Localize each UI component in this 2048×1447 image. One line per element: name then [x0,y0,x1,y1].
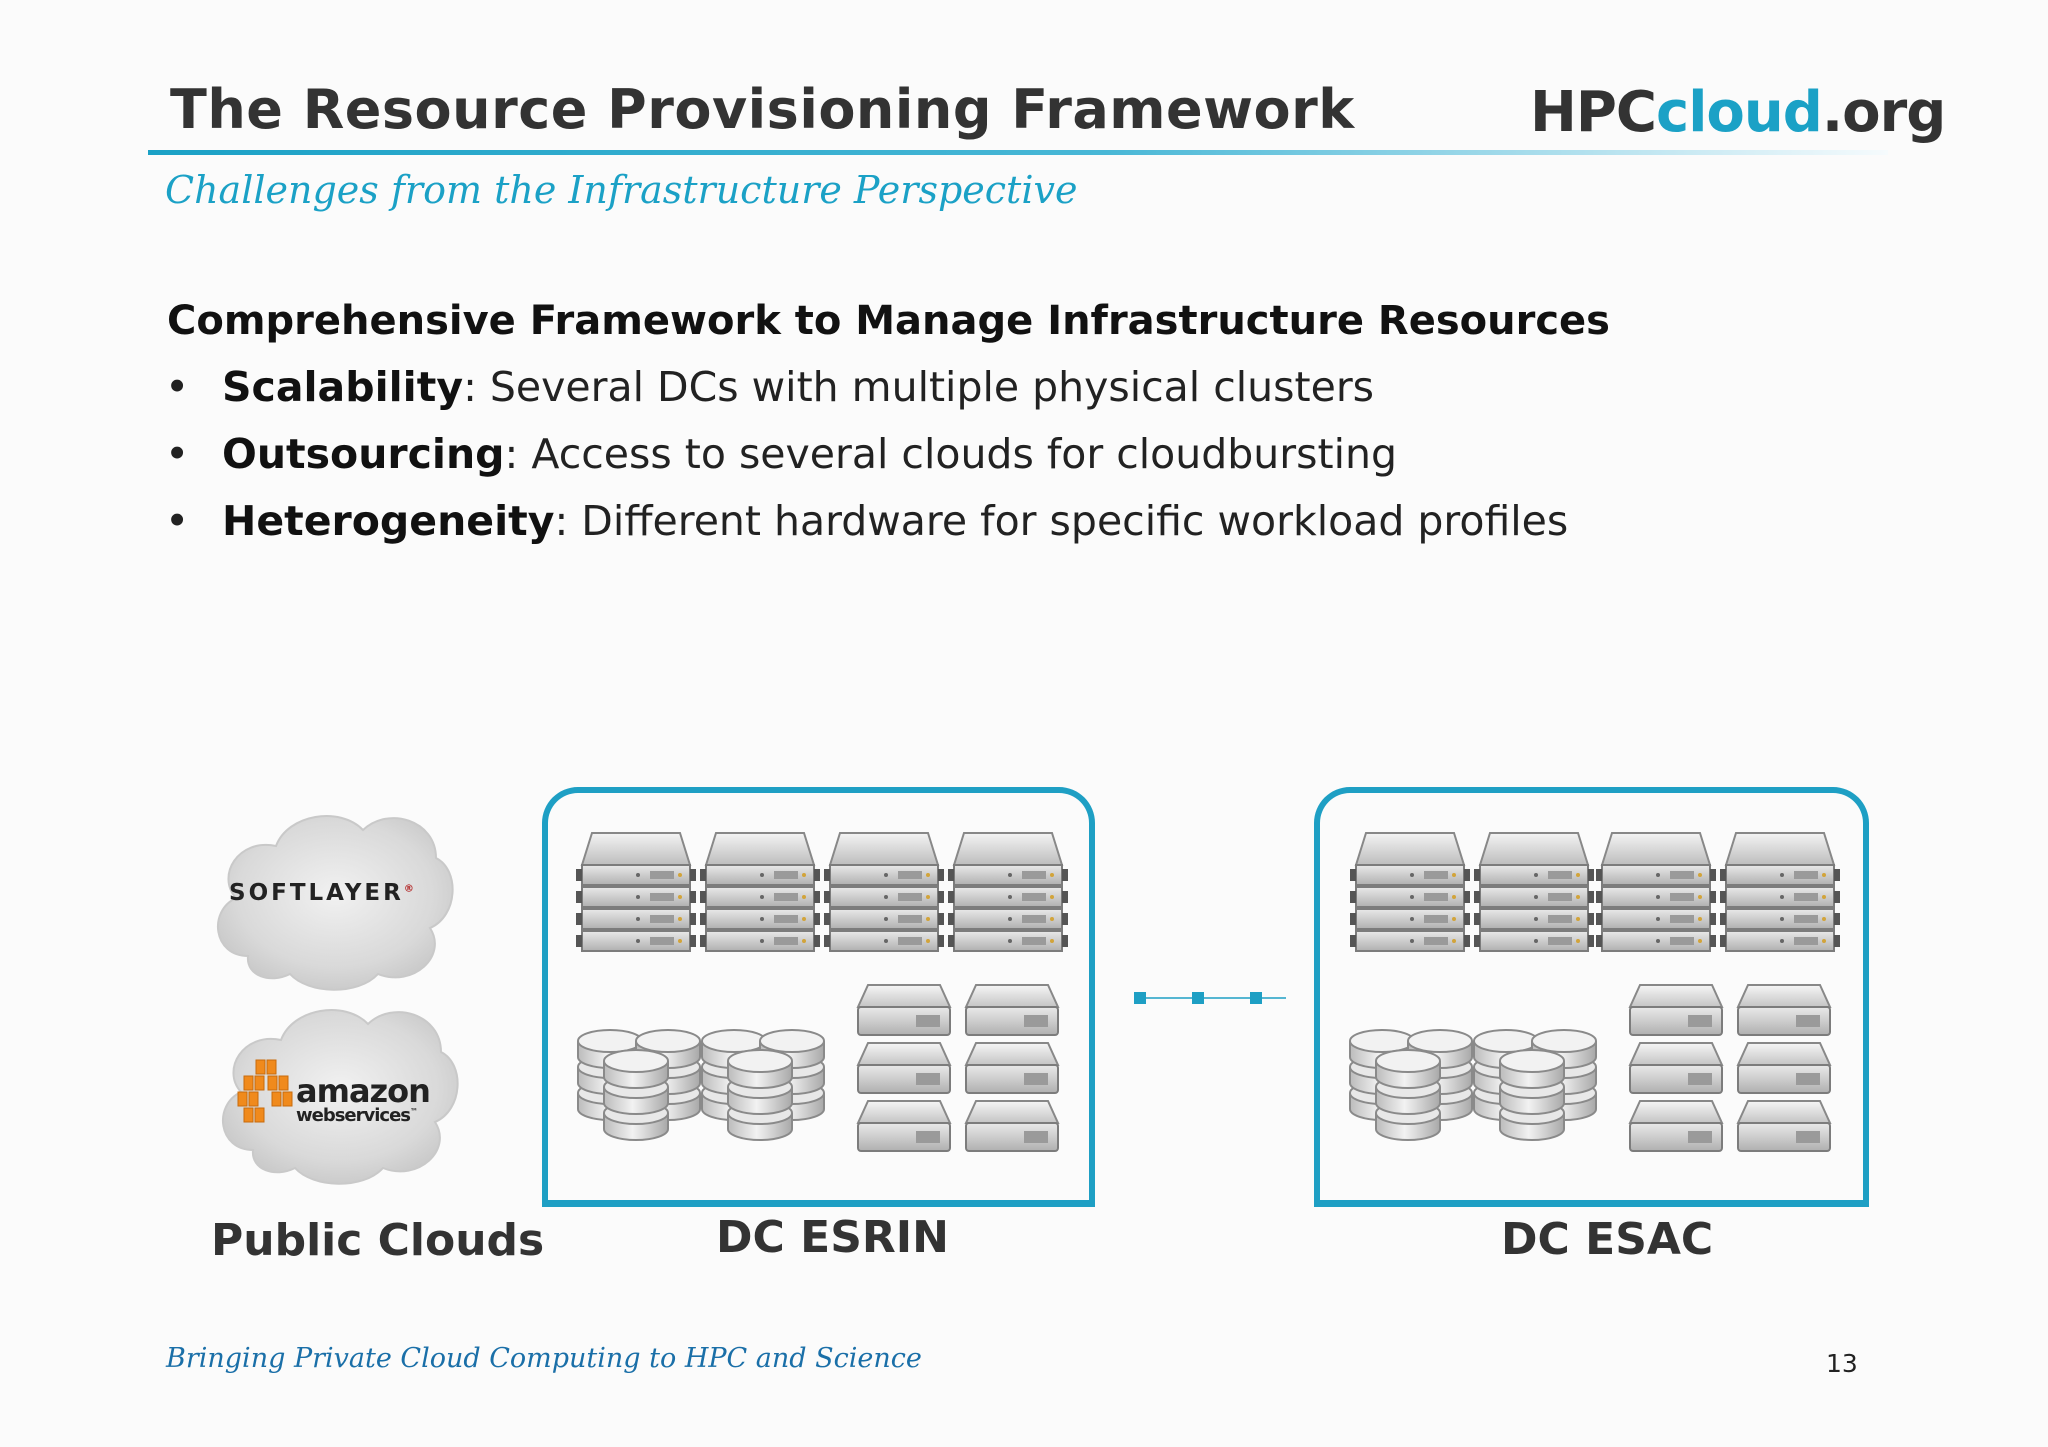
rack-server-icon [1595,832,1717,952]
bullet-term: Outsourcing [222,430,505,478]
softlayer-name: SOFTLAYER [229,880,404,906]
rack-server-icon [575,832,697,952]
database-icon [578,1030,700,1140]
footer-tagline: Bringing Private Cloud Computing to HPC … [166,1343,922,1374]
storage-drive-icon [1630,985,1722,1151]
dc-esrin-equipment [575,832,1069,1207]
dc-esrin-box [542,787,1095,1207]
rack-server-icon [1349,832,1471,952]
bullet-text: : Different hardware for specific worklo… [554,497,1569,545]
bullet-term: Heterogeneity [222,497,555,545]
logo-accent: cloud [1656,80,1823,145]
connector-line [1134,992,1286,1004]
bullet-term: Scalability [222,363,464,411]
storage-drive-icon [966,985,1058,1151]
aws-mark: ™ [410,1107,418,1116]
rack-server-icon [823,832,945,952]
rack-server-icon [1719,832,1841,952]
aws-name: amazon [296,1072,431,1110]
public-clouds-label: Public Clouds [211,1215,545,1266]
dc-esac-label: DC ESAC [1501,1214,1714,1265]
page-number: 13 [1826,1349,1858,1378]
bullet-item: • Heterogeneity: Different hardware for s… [165,496,1568,563]
aws-boxes-icon [237,1059,293,1123]
rack-server-icon [699,832,821,952]
page-title: The Resource Provisioning Framework [170,78,1355,141]
bullet-text: : Several DCs with multiple physical clu… [463,363,1375,411]
aws-logo-text: amazon webservices™ [296,1072,431,1125]
database-icon [1350,1030,1472,1140]
storage-drive-icon [1738,985,1830,1151]
dc-esac-equipment [1349,832,1841,1207]
logo-main: HPC [1530,80,1657,145]
title-divider [148,150,1888,155]
database-icon [702,1030,824,1140]
slide-subtitle: Challenges from the Infrastructure Persp… [165,168,1078,212]
aws-sub-text: webservices [296,1105,411,1126]
dc-esac-box [1314,787,1869,1207]
site-logo[interactable]: HPCcloud.org [1530,80,1946,145]
dc-esrin-label: DC ESRIN [716,1212,949,1263]
logo-suffix: .org [1821,80,1946,145]
bullet-dot: • [165,363,190,411]
bullet-list: • Scalability: Several DCs with multiple … [165,362,1568,563]
aws-sub: webservices™ [296,1107,430,1125]
softlayer-logo: SOFTLAYER® [229,880,417,906]
bullet-dot: • [165,497,190,545]
storage-drive-icon [858,985,950,1151]
database-icon [1474,1030,1596,1140]
bullet-text: : Access to several clouds for cloudburs… [504,430,1397,478]
rack-server-icon [947,832,1069,952]
softlayer-mark: ® [403,883,417,895]
section-heading: Comprehensive Framework to Manage Infras… [167,298,1610,344]
bullet-item: • Scalability: Several DCs with multiple … [165,362,1568,429]
rack-server-icon [1473,832,1595,952]
bullet-item: • Outsourcing: Access to several clouds f… [165,429,1568,496]
bullet-dot: • [165,430,190,478]
